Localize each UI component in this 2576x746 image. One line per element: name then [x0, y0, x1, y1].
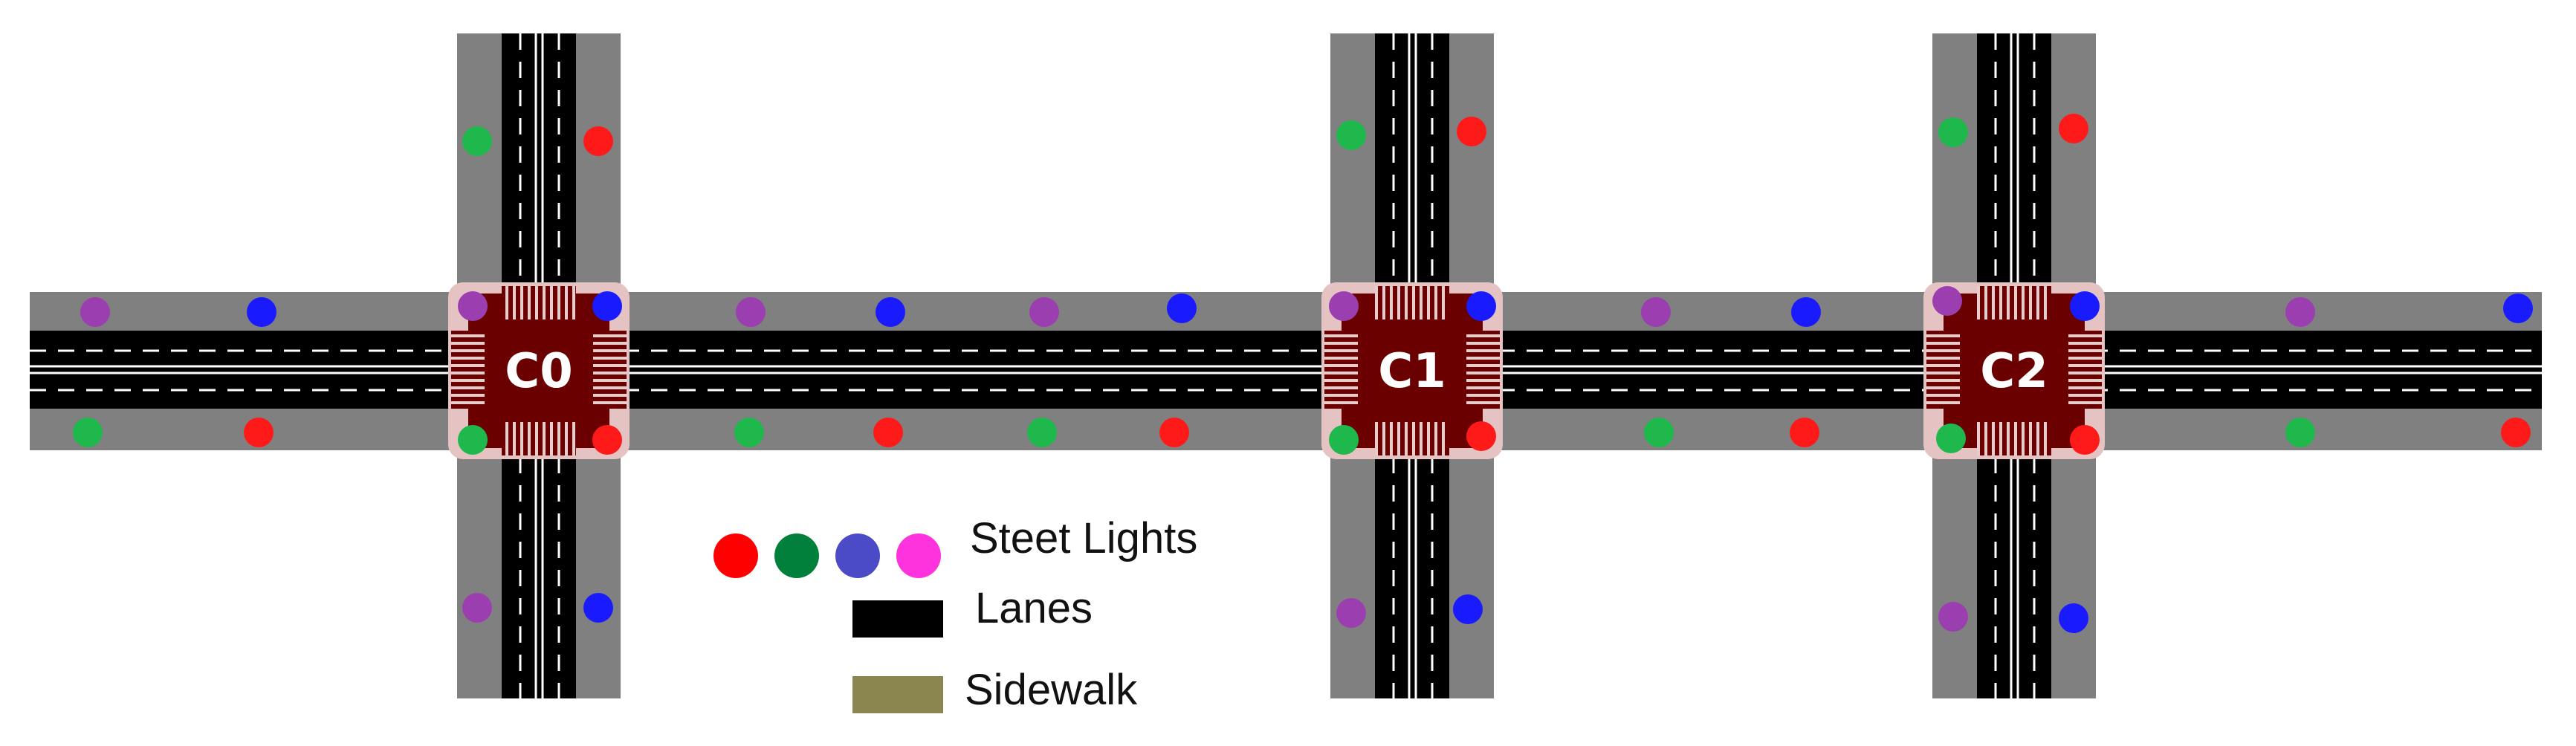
purple-street-light [2285, 297, 2315, 327]
intersection-center [491, 323, 587, 416]
purple-street-light [736, 297, 766, 327]
purple-street-light [1029, 297, 1059, 327]
purple-street-light [462, 593, 492, 623]
blue-street-light [1791, 297, 1821, 327]
blue-street-light [1466, 291, 1496, 321]
legend-lanes-swatch [852, 600, 943, 638]
green-street-light [2285, 418, 2315, 447]
red-street-light [1790, 418, 1819, 447]
top-sidewalk-horizontal [30, 292, 2542, 331]
red-street-light [2059, 114, 2088, 143]
intersection-c0: C0 [448, 282, 630, 459]
red-street-light [244, 418, 274, 447]
purple-street-light [80, 297, 110, 327]
intersection-label: C2 [1980, 344, 2048, 399]
purple-street-light [1641, 297, 1671, 327]
blue-street-light [2503, 293, 2533, 323]
blue-street-light [247, 297, 276, 327]
purple-street-light [1932, 286, 1962, 316]
red-street-light [583, 126, 613, 156]
legend-red-light [713, 533, 758, 578]
legend-blue-light [835, 533, 880, 578]
crosswalk-top [1977, 286, 2051, 320]
purple-street-light [1336, 598, 1366, 628]
crosswalk-left [1324, 331, 1358, 409]
blue-street-light [2059, 603, 2088, 633]
crosswalk-top [502, 286, 576, 320]
crosswalk-right [2068, 331, 2102, 409]
blue-street-light [876, 297, 905, 327]
green-street-light [1936, 424, 1966, 453]
legend-street-lights-label: Steet Lights [970, 514, 1197, 562]
horizontal-road [30, 292, 2542, 450]
green-street-light [1644, 418, 1674, 447]
intersection-center [1364, 323, 1460, 416]
red-street-light [1159, 418, 1189, 447]
blue-street-light [1167, 293, 1197, 323]
crosswalk-bottom [502, 422, 576, 455]
green-street-light [1329, 425, 1359, 455]
green-street-light [1027, 418, 1057, 447]
red-street-light [2070, 425, 2100, 455]
purple-street-light [1938, 602, 1968, 632]
legend: Steet Lights Lanes Sidewalk [713, 514, 1197, 714]
green-street-light [734, 418, 764, 447]
crosswalk-bottom [1977, 422, 2051, 455]
crosswalk-right [1466, 331, 1500, 409]
purple-street-light [1329, 291, 1359, 321]
crosswalk-left [1926, 331, 1960, 409]
green-street-light [1938, 117, 1968, 147]
intersection-label: C0 [505, 344, 573, 399]
blue-street-light [583, 593, 613, 623]
green-street-light [1336, 120, 1366, 150]
crosswalk-bottom [1375, 422, 1449, 455]
horizontal-lanes [30, 331, 2542, 409]
legend-lanes-label: Lanes [975, 584, 1093, 632]
legend-green-light [774, 533, 819, 578]
green-street-light [458, 425, 488, 455]
green-street-light [462, 126, 492, 156]
crosswalk-left [451, 331, 485, 409]
intersection-c2: C2 [1923, 282, 2105, 459]
crosswalk-top [1375, 286, 1449, 320]
red-street-light [1457, 117, 1486, 146]
intersection-center [1966, 323, 2062, 416]
legend-sidewalk-label: Sidewalk [965, 666, 1138, 714]
legend-magenta-light [896, 533, 941, 578]
street-lights [73, 114, 2533, 633]
red-street-light [592, 425, 622, 455]
legend-sidewalk-swatch [852, 676, 943, 713]
red-street-light [873, 418, 903, 447]
red-street-light [1466, 421, 1496, 451]
blue-street-light [1453, 594, 1483, 624]
intersection-label: C1 [1378, 344, 1446, 399]
intersection-c1: C1 [1321, 282, 1503, 459]
blue-street-light [2070, 291, 2100, 321]
bottom-sidewalk-horizontal [30, 409, 2542, 450]
purple-street-light [458, 291, 488, 321]
red-street-light [2501, 418, 2531, 447]
crosswalk-right [593, 331, 627, 409]
blue-street-light [592, 291, 622, 321]
green-street-light [73, 418, 103, 447]
